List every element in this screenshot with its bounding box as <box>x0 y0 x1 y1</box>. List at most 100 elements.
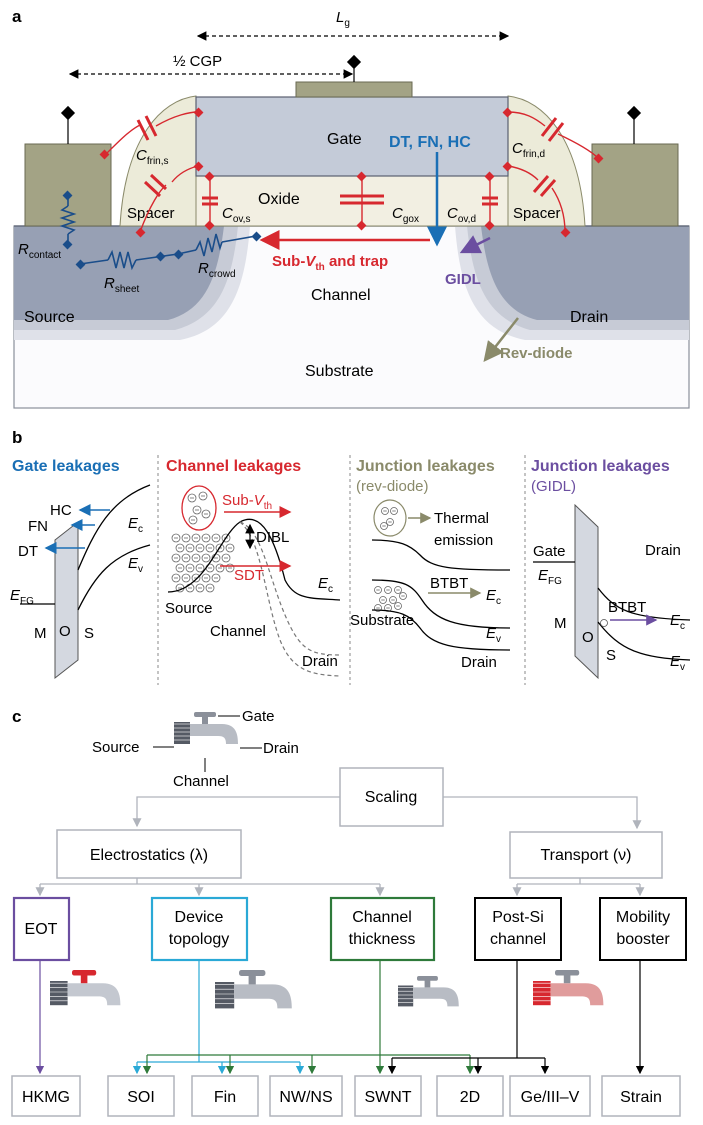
fin-label: Fin <box>214 1089 236 1106</box>
channel-source-label: Source <box>165 600 213 617</box>
rev-ec-label: Ec <box>486 587 501 607</box>
device-topology-label-2: topology <box>169 931 230 948</box>
device-topology-label-1: Device <box>175 909 224 926</box>
oxide-label: Oxide <box>258 191 300 208</box>
channel-drain-label: Drain <box>302 653 338 670</box>
gate-contact <box>295 81 413 98</box>
spacer-right-label: Spacer <box>513 205 561 222</box>
nwns-node <box>269 1075 343 1117</box>
drain-contact <box>591 143 679 227</box>
gidl-efg-label: EFG <box>538 567 562 587</box>
dibl-label: DIBL <box>256 529 289 546</box>
thermal-group <box>373 499 407 537</box>
drain-label: Drain <box>570 309 608 326</box>
fn-label: FN <box>28 518 48 535</box>
drain-terminal <box>626 105 642 121</box>
gidl-m-label: M <box>554 615 567 632</box>
rev-ev-curve <box>371 609 511 651</box>
source-contact <box>24 143 112 227</box>
gate-ev-label: Ev <box>128 555 143 575</box>
c-frin-d-label: Cfrin,d <box>512 140 545 160</box>
gate-ec-curve <box>77 484 151 571</box>
c-ov-s-label: Cov,s <box>222 205 250 225</box>
gidl-ec-curve <box>597 587 691 621</box>
gidl-drain-label: Drain <box>645 542 681 559</box>
gate-oxide-barrier <box>54 520 79 680</box>
lg-label: Lg <box>336 9 350 29</box>
r-contact-label: Rcontact <box>18 241 61 261</box>
junc-gidl-subtitle: (GIDL) <box>531 478 576 495</box>
panel-c-label: c <box>12 707 21 726</box>
source-label: Source <box>24 309 75 326</box>
swnt-node <box>354 1075 422 1117</box>
panel-b: b Gate leakages HC FN DT Ec Ev EFG M O S… <box>10 428 691 685</box>
rev-ec-curve <box>371 579 511 629</box>
tap-source-label: Source <box>92 739 140 756</box>
eot-label: EOT <box>25 921 58 938</box>
c-frin-s-label: Cfrin,s <box>136 147 169 167</box>
source-terminal <box>60 105 76 121</box>
drain-region <box>481 226 689 320</box>
sub-vth-label-b: Sub-Vth <box>222 492 272 512</box>
mobility-label-2: booster <box>616 931 670 948</box>
post-si-label-2: channel <box>490 931 546 948</box>
device-topology-node <box>150 896 249 962</box>
transport-label: Transport (ν) <box>541 847 632 864</box>
c-gox-label: Cgox <box>392 205 419 225</box>
transport-node <box>509 831 663 879</box>
scaling-label: Scaling <box>365 789 417 806</box>
junc-rev-title: Junction leakages <box>356 458 495 475</box>
electrostatics-label: Electrostatics (λ) <box>90 847 208 864</box>
btbt-label-rev: BTBT <box>430 575 468 592</box>
junc-rev-subtitle: (rev-diode) <box>356 478 429 495</box>
thermal-label-1: Thermal <box>434 510 489 527</box>
hkmg-node <box>11 1075 81 1117</box>
drain-dibl-curve1 <box>239 521 341 656</box>
gidl-arrow <box>459 235 491 254</box>
channel-ec-curve <box>167 518 341 601</box>
panel-c: c Gate Source Drain Channel Scaling Elec… <box>11 707 687 1117</box>
gate-leakages-title: Gate leakages <box>12 458 120 475</box>
gate-efg-label: EFG <box>10 587 34 607</box>
junc-gidl-title: Junction leakages <box>531 458 670 475</box>
rev-ec-curve-top <box>371 539 511 571</box>
gidl-ev-curve <box>597 621 691 661</box>
gate-electrode <box>195 96 509 177</box>
rev-drain-label: Drain <box>461 654 497 671</box>
rev-substrate-label: Substrate <box>350 612 414 629</box>
dt-fn-hc-label: DT, FN, HC <box>389 134 471 151</box>
electrostatics-node <box>56 829 242 879</box>
twod-label: 2D <box>460 1089 480 1106</box>
channel-thickness-node <box>329 896 436 962</box>
gate-s-label: S <box>84 625 94 642</box>
channel-thickness-label-2: thickness <box>349 931 416 948</box>
gate-m-label: M <box>34 625 47 642</box>
strain-label: Strain <box>620 1089 662 1106</box>
oxide-layer <box>195 175 509 227</box>
rev-diode-arrow <box>483 317 519 362</box>
channel-thickness-label-1: Channel <box>352 909 412 926</box>
channel-ec-label: Ec <box>318 575 333 595</box>
btbt-electrons <box>374 586 407 612</box>
soi-node <box>107 1075 175 1117</box>
electron-cloud <box>171 491 235 593</box>
gate-ec-label: Ec <box>128 515 143 535</box>
gidl-ec-label: Ec <box>670 612 685 632</box>
channel-leakages-title: Channel leakages <box>166 458 301 475</box>
hkmg-label: HKMG <box>22 1089 70 1106</box>
gidl-s-label: S <box>606 647 616 664</box>
c-ov-d-label: Cov,d <box>447 205 476 225</box>
gidl-ev-label: Ev <box>670 653 685 673</box>
swnt-label: SWNT <box>364 1089 411 1106</box>
rev-diode-label: Rev-diode <box>500 345 573 362</box>
gate-label: Gate <box>327 131 362 148</box>
rev-ev-label: Ev <box>486 625 501 645</box>
twod-node <box>436 1075 504 1117</box>
thermal-electrons <box>380 507 398 530</box>
tap-drain-label: Drain <box>263 740 299 757</box>
gidl-label: GIDL <box>445 271 481 288</box>
substrate-label: Substrate <box>305 363 374 380</box>
mobility-node <box>599 897 687 961</box>
hc-label: HC <box>50 502 72 519</box>
